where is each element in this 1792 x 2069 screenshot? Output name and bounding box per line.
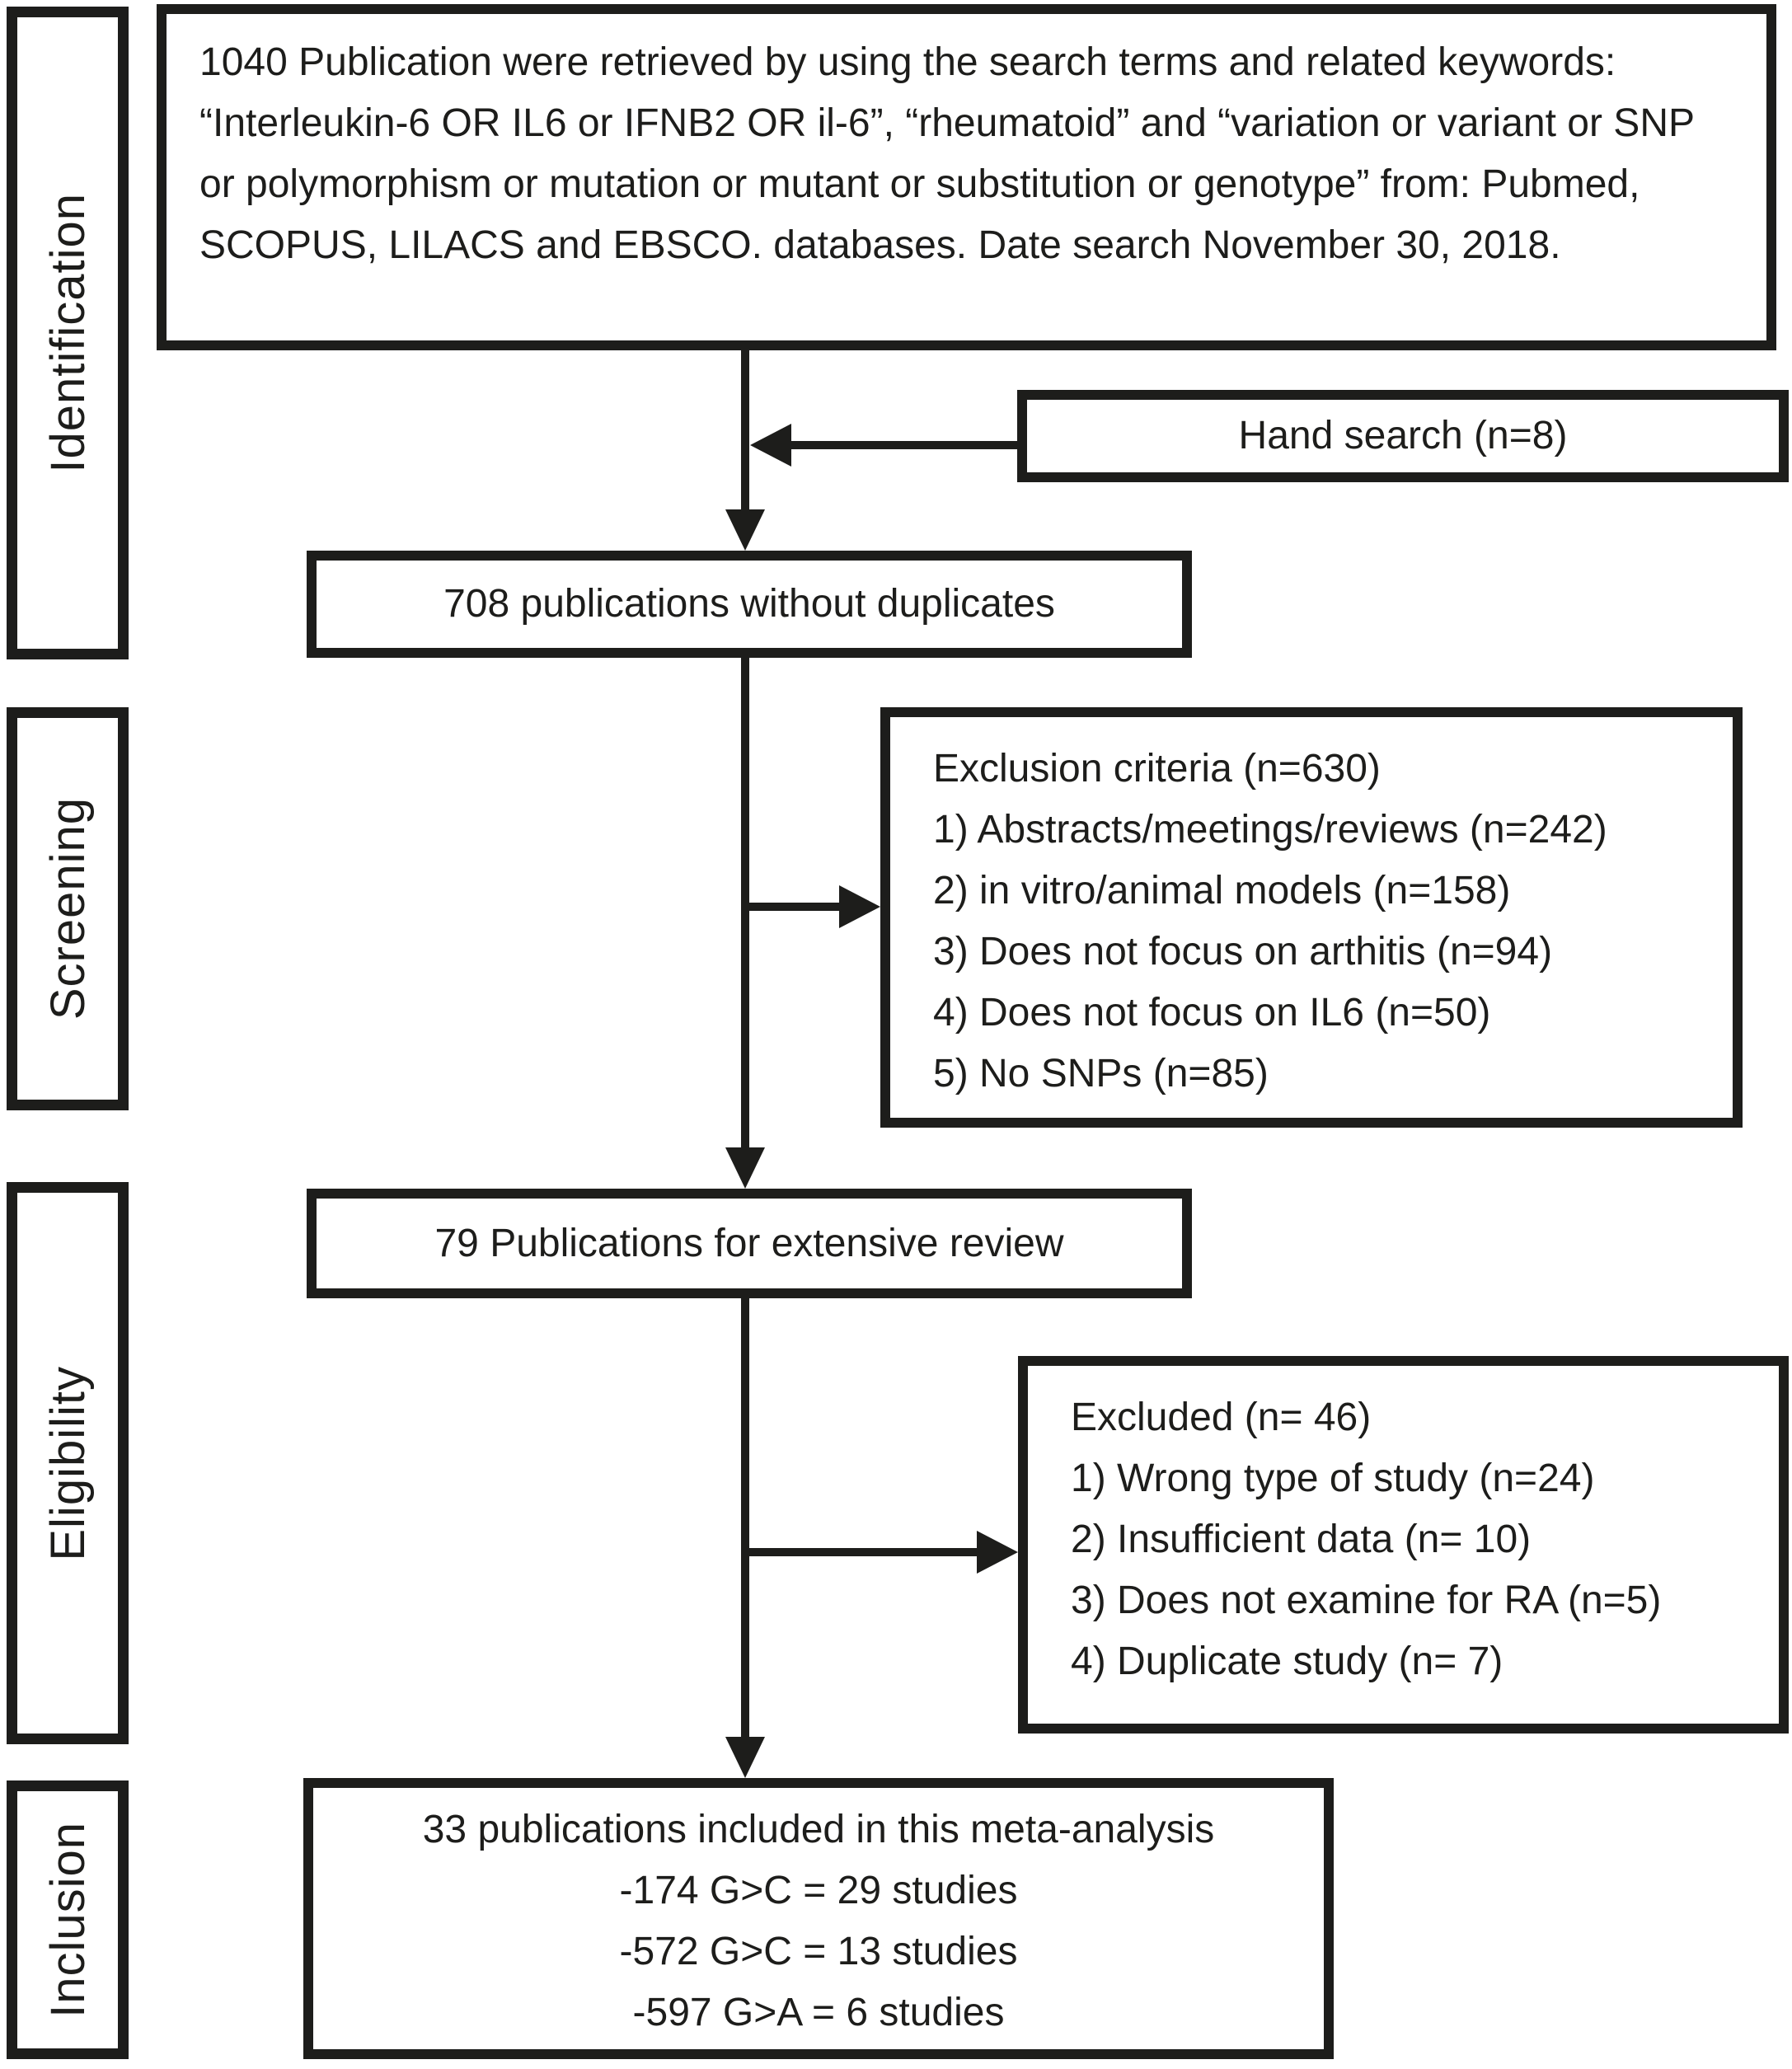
arrowhead-down-into-duplicates-icon	[725, 509, 765, 551]
connector-to-excluded	[745, 1548, 978, 1556]
arrowhead-right-into-exclusion-icon	[839, 885, 880, 928]
excluded-item: 4) Duplicate study (n= 7)	[1071, 1640, 1503, 1683]
connector-review-to-included	[741, 1298, 749, 1738]
stage-label-identification: Identification	[40, 193, 95, 473]
extensive-review-box: 79 Publications for extensive review	[307, 1189, 1192, 1298]
stage-label-eligibility: Eligibility	[40, 1365, 95, 1561]
retrieved-publications-text: 1040 Publication were retrieved by using…	[199, 40, 1695, 267]
included-item: -597 G>A = 6 studies	[632, 1991, 1005, 2034]
included-item: -174 G>C = 29 studies	[619, 1869, 1018, 1912]
exclusion-criteria-item: 1) Abstracts/meetings/reviews (n=242)	[933, 808, 1607, 852]
exclusion-criteria-item: 3) Does not focus on arthitis (n=94)	[933, 930, 1553, 974]
arrowhead-down-into-included-icon	[725, 1737, 765, 1778]
exclusion-criteria-item: 4) Does not focus on IL6 (n=50)	[933, 991, 1491, 1034]
stage-label-screening: Screening	[40, 797, 95, 1020]
retrieved-publications-box: 1040 Publication were retrieved by using…	[157, 4, 1776, 350]
excluded-item: 1) Wrong type of study (n=24)	[1071, 1457, 1595, 1500]
without-duplicates-text: 708 publications without duplicates	[443, 582, 1055, 626]
arrowhead-left-from-hand-search-icon	[750, 424, 791, 467]
excluded-item: 3) Does not examine for RA (n=5)	[1071, 1579, 1662, 1622]
exclusion-criteria-item: 5) No SNPs (n=85)	[933, 1052, 1269, 1095]
connector-hand-search	[788, 441, 1017, 449]
stage-box-screening: Screening	[7, 707, 129, 1110]
included-item: -572 G>C = 13 studies	[619, 1930, 1018, 1973]
stage-label-inclusion: Inclusion	[40, 1822, 95, 2018]
exclusion-criteria-box: Exclusion criteria (n=630) 1) Abstracts/…	[880, 707, 1743, 1128]
extensive-review-text: 79 Publications for extensive review	[434, 1221, 1064, 1265]
excluded-box: Excluded (n= 46) 1) Wrong type of study …	[1018, 1356, 1789, 1734]
excluded-title: Excluded (n= 46)	[1071, 1396, 1372, 1439]
arrowhead-down-into-review-icon	[725, 1147, 765, 1189]
hand-search-text: Hand search (n=8)	[1238, 414, 1568, 457]
excluded-item: 2) Insufficient data (n= 10)	[1071, 1518, 1532, 1561]
hand-search-box: Hand search (n=8)	[1017, 390, 1789, 482]
connector-to-exclusion	[745, 903, 841, 911]
arrowhead-right-into-excluded-icon	[977, 1531, 1018, 1574]
included-box: 33 publications included in this meta-an…	[303, 1778, 1334, 2059]
exclusion-criteria-title: Exclusion criteria (n=630)	[933, 747, 1381, 791]
stage-box-identification: Identification	[7, 7, 129, 659]
connector-retrieved-to-duplicates	[741, 349, 749, 514]
without-duplicates-box: 708 publications without duplicates	[307, 551, 1192, 658]
stage-box-inclusion: Inclusion	[7, 1780, 129, 2059]
included-title: 33 publications included in this meta-an…	[422, 1808, 1215, 1851]
exclusion-criteria-item: 2) in vitro/animal models (n=158)	[933, 869, 1511, 913]
stage-box-eligibility: Eligibility	[7, 1182, 129, 1744]
